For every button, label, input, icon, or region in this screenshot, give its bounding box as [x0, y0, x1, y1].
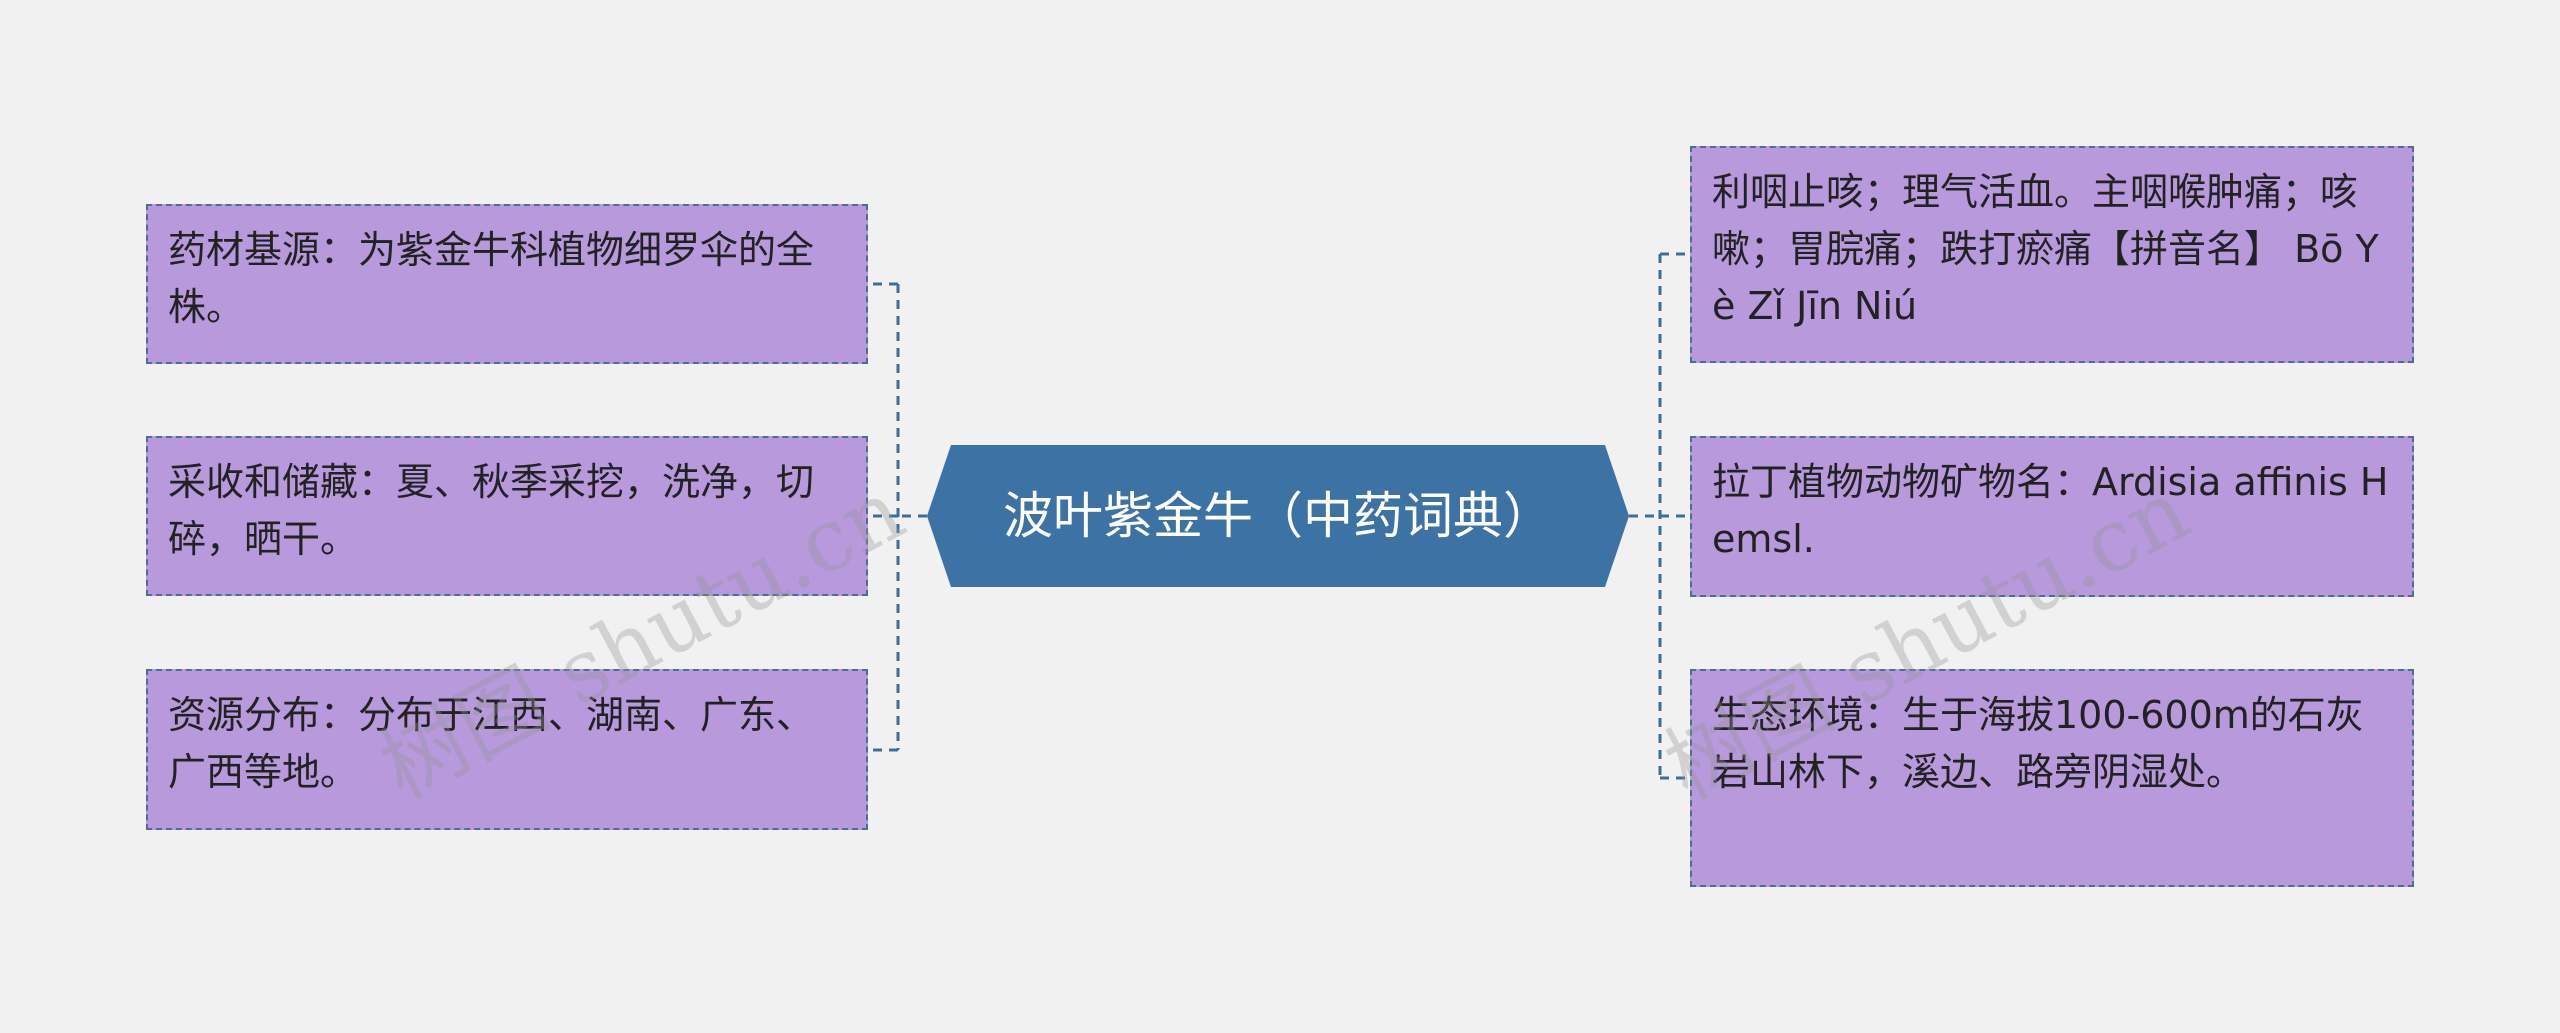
center-topic-shape [927, 445, 1629, 587]
right-node-efficacy-text: 利咽止咳；理气活血。主咽喉肿痛；咳嗽；胃脘痛；跌打瘀痛【拼音名】 Bō Yè Z… [1712, 170, 2379, 328]
right-node-latin-name-text: 拉丁植物动物矿物名：Ardisia affinis Hemsl. [1712, 460, 2389, 561]
right-node-habitat[interactable]: 生态环境：生于海拔100-600m的石灰岩山林下，溪边、路旁阴湿处。 [1690, 669, 2414, 887]
center-topic-label: 波叶紫金牛（中药词典） [1003, 487, 1553, 545]
right-node-latin-name[interactable]: 拉丁植物动物矿物名：Ardisia affinis Hemsl. [1690, 436, 2414, 597]
left-node-source-text: 药材基源：为紫金牛科植物细罗伞的全株。 [168, 228, 815, 329]
left-node-source[interactable]: 药材基源：为紫金牛科植物细罗伞的全株。 [146, 204, 868, 364]
left-node-distribution[interactable]: 资源分布：分布于江西、湖南、广东、广西等地。 [146, 669, 868, 830]
left-node-harvest[interactable]: 采收和储藏：夏、秋季采挖，洗净，切碎，晒干。 [146, 436, 868, 596]
left-node-harvest-text: 采收和储藏：夏、秋季采挖，洗净，切碎，晒干。 [168, 460, 815, 561]
center-topic-node[interactable]: 波叶紫金牛（中药词典） [927, 445, 1629, 587]
left-node-distribution-text: 资源分布：分布于江西、湖南、广东、广西等地。 [168, 693, 815, 794]
right-node-habitat-text: 生态环境：生于海拔100-600m的石灰岩山林下，溪边、路旁阴湿处。 [1712, 693, 2364, 794]
right-node-efficacy[interactable]: 利咽止咳；理气活血。主咽喉肿痛；咳嗽；胃脘痛；跌打瘀痛【拼音名】 Bō Yè Z… [1690, 146, 2414, 363]
